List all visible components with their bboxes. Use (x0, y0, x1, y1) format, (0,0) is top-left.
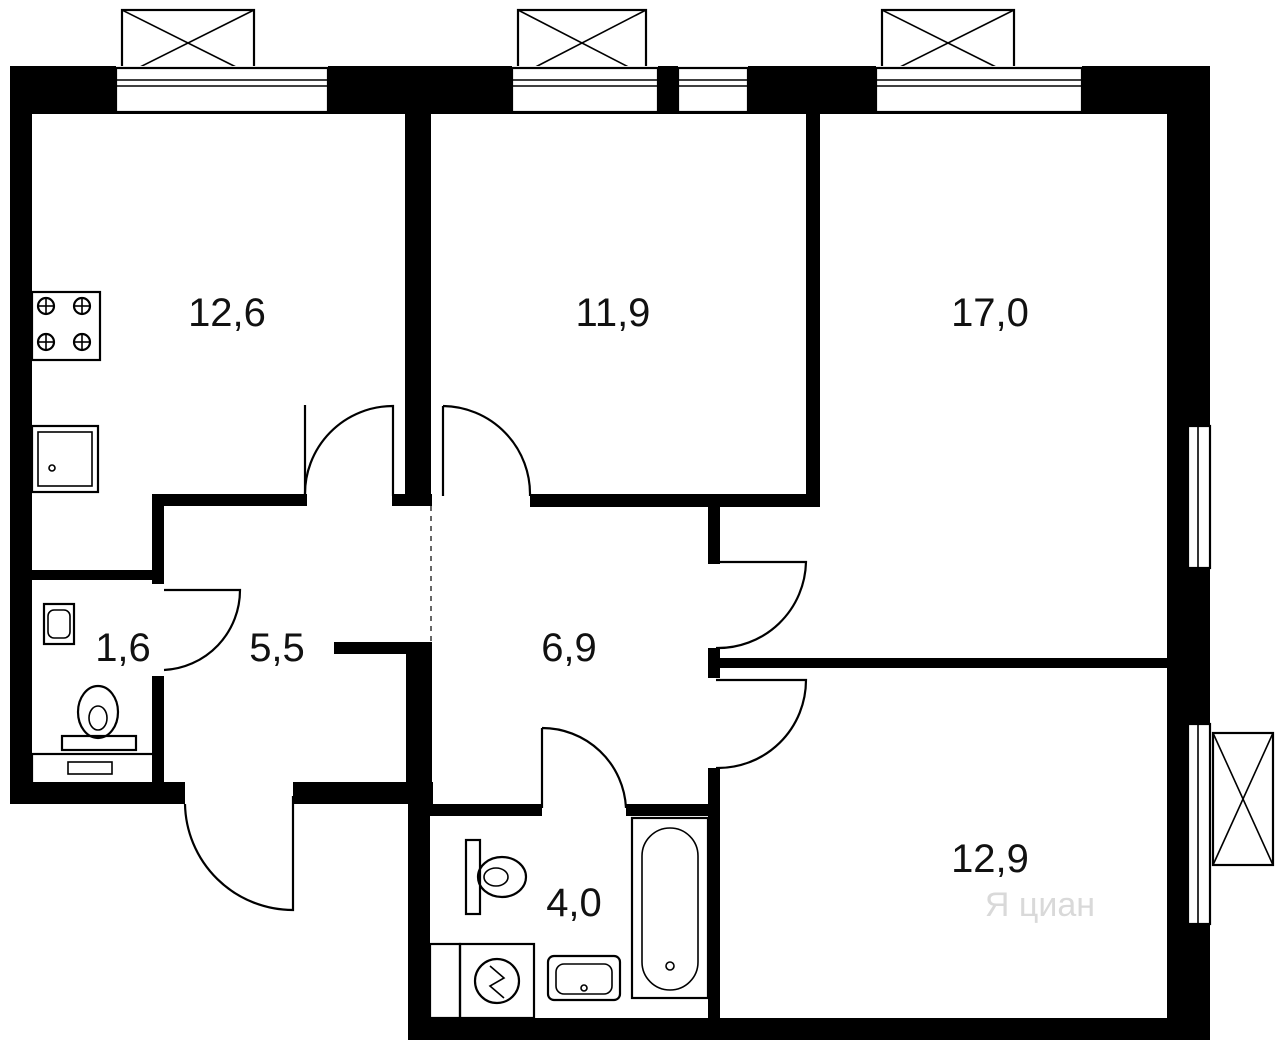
window-icon (1186, 722, 1212, 926)
window-icon (1186, 424, 1212, 570)
room-area-bedroom-lower: 12,9 (951, 837, 1029, 881)
window-icon (676, 66, 750, 114)
interior-walls (32, 112, 1168, 1020)
room-area-kitchen: 12,6 (188, 291, 266, 335)
washing-machine-icon (428, 942, 536, 1020)
stove-icon (30, 290, 102, 362)
room-area-entrance-hall: 5,5 (249, 626, 305, 670)
window-icon (114, 66, 330, 114)
room-area-corridor: 6,9 (541, 626, 597, 670)
window-icon (510, 66, 660, 114)
room-area-bathroom: 4,0 (546, 881, 602, 925)
door-swing-icon (163, 588, 242, 672)
door-swing-icon (303, 404, 395, 497)
watermark: Я циан (985, 886, 1095, 924)
washing-machine-icon (30, 752, 156, 786)
window-icon (874, 66, 1084, 114)
room-area-bedroom-middle: 11,9 (576, 291, 651, 335)
toilet-icon (464, 838, 528, 916)
sink-icon (30, 424, 100, 494)
sink-icon (42, 602, 76, 646)
toilet-icon (60, 684, 138, 752)
door-swing-icon (715, 678, 808, 770)
door-swing-icon (441, 404, 532, 497)
balcony-icon (1211, 731, 1275, 867)
room-area-toilet: 1,6 (95, 626, 151, 670)
door-swing-icon (183, 796, 295, 912)
sink-icon (546, 954, 622, 1002)
bathtub-icon (630, 816, 710, 1000)
room-area-bedroom-right: 17,0 (951, 291, 1029, 335)
door-swing-icon (540, 726, 628, 809)
door-swing-icon (715, 560, 808, 650)
